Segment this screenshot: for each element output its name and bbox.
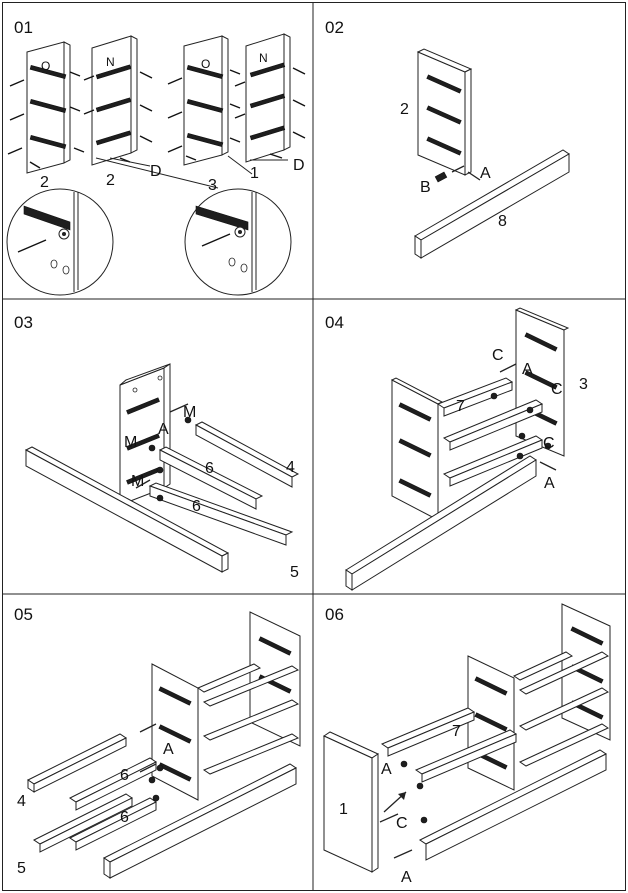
- hardware-label: D: [150, 163, 162, 180]
- step-number: 06: [325, 605, 344, 624]
- step-number: 04: [325, 313, 344, 332]
- hardware-label: C: [543, 435, 555, 452]
- drawer-runners: [27, 733, 157, 853]
- part-label: 1: [250, 165, 259, 182]
- shelves: [196, 663, 300, 775]
- side-panel-a: [26, 41, 71, 174]
- shelves: [380, 651, 610, 783]
- left-side-panel: [151, 663, 199, 801]
- hardware-label: B: [420, 179, 431, 196]
- label-o-2: O: [201, 57, 210, 71]
- hardware-label: A: [480, 165, 491, 182]
- step-01: 01 O N O: [6, 18, 306, 296]
- left-side-panel: [390, 377, 444, 521]
- bottom-rail: [345, 455, 537, 591]
- label-o: O: [41, 59, 50, 73]
- part-label: 4: [286, 459, 295, 476]
- end-panel-1: [322, 731, 380, 873]
- part-label: 3: [579, 376, 588, 393]
- leader-lines: [95, 155, 288, 189]
- step-number: 01: [14, 18, 33, 37]
- cam-locks: [379, 760, 428, 859]
- cam-locks: [139, 723, 164, 802]
- part-label: 6: [192, 498, 201, 515]
- detail-circle-right: [184, 188, 292, 296]
- bottom-rail: [24, 446, 230, 573]
- part-label: 4: [17, 793, 26, 810]
- hardware-label: C: [551, 381, 563, 398]
- hardware-label: M: [183, 404, 196, 421]
- step-number: 03: [14, 313, 33, 332]
- side-panel: [416, 48, 473, 176]
- step-03: 03: [14, 313, 300, 581]
- bottom-rail: [419, 749, 607, 861]
- hardware-label: C: [492, 347, 504, 364]
- part-label: 5: [290, 564, 299, 581]
- dowels: [434, 165, 481, 183]
- step-06: 06: [322, 603, 611, 886]
- hardware-label: D: [293, 157, 305, 174]
- part-label: 1: [339, 801, 348, 818]
- part-label: 3: [208, 177, 217, 194]
- step-02: 02 2 B A 8: [325, 18, 570, 259]
- rail: [414, 149, 570, 259]
- detail-circle-left: [6, 188, 114, 296]
- cam-locks: [490, 363, 557, 471]
- part-label: 5: [17, 860, 26, 877]
- cam-locks: [135, 403, 192, 502]
- step-05: 05: [14, 605, 301, 879]
- hardware-label: M: [124, 434, 137, 451]
- part-label: 2: [106, 172, 115, 189]
- hardware-label: A: [544, 475, 555, 492]
- hardware-label: A: [381, 761, 392, 778]
- part-label: 8: [498, 213, 507, 230]
- hardware-label: C: [396, 815, 408, 832]
- side-panel-d: [245, 33, 291, 163]
- hardware-label: A: [522, 361, 533, 378]
- part-label: 2: [40, 174, 49, 191]
- drawer-runner-6a: [158, 446, 264, 510]
- right-side-panel: [514, 307, 570, 457]
- part-label: 6: [120, 767, 129, 784]
- bottom-rail: [103, 763, 297, 879]
- step-number: 05: [14, 605, 33, 624]
- label-n-2: N: [259, 51, 268, 65]
- step-04: 04: [325, 307, 588, 591]
- hardware-label: A: [163, 741, 174, 758]
- part-label: 6: [120, 809, 129, 826]
- hardware-label: A: [158, 421, 169, 438]
- drawer-runner-6b: [148, 482, 294, 546]
- part-label: 2: [400, 101, 409, 118]
- part-label: 7: [452, 723, 461, 740]
- middle-panel: [467, 655, 515, 791]
- hardware-label: A: [401, 869, 412, 886]
- part-label: 6: [205, 460, 214, 477]
- step-number: 02: [325, 18, 344, 37]
- side-panel-b: [91, 35, 138, 166]
- drawer-runner-4: [194, 421, 300, 488]
- hardware-label: M: [131, 473, 144, 490]
- part-label: 7: [456, 398, 465, 415]
- label-n: N: [106, 55, 115, 69]
- shelves: [436, 377, 544, 487]
- side-panel-c: [183, 35, 229, 166]
- assembly-arrow: [383, 791, 407, 813]
